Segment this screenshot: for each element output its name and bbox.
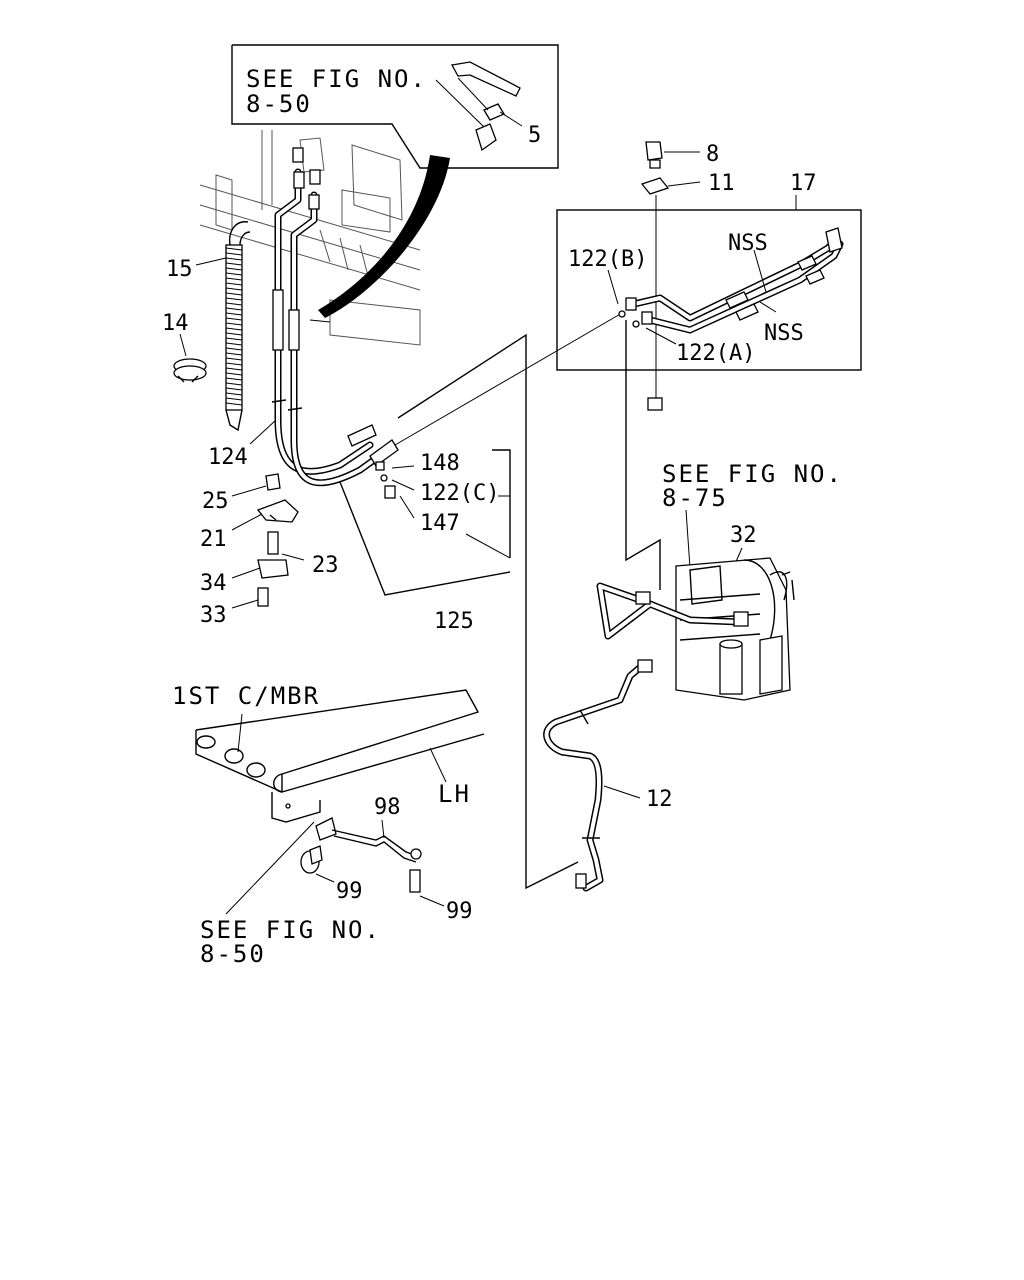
corrugation-tick — [225, 272, 243, 276]
box-17 — [556, 195, 862, 371]
part-32-label: 32 — [730, 523, 757, 548]
corrugation-tick — [225, 247, 243, 251]
see-fig-bottom-line2: 8-50 — [200, 940, 266, 968]
part-34-label: 34 — [200, 571, 227, 596]
lh-label: LH — [438, 780, 471, 808]
corrugation-tick — [225, 332, 243, 336]
corrugation-ticks — [225, 247, 243, 406]
corrugation-tick — [225, 392, 243, 396]
corrugation-tick — [225, 402, 243, 406]
part-12-label: 12 — [646, 787, 673, 812]
corrugation-tick — [225, 337, 243, 341]
corrugation-tick — [225, 267, 243, 271]
corrugation-tick — [225, 397, 243, 401]
o-ring-group-125 — [339, 449, 511, 596]
refrigerant-pipes-124 — [271, 147, 399, 487]
harness-wedge — [318, 155, 450, 318]
corrugation-tick — [225, 257, 243, 261]
corrugation-tick — [225, 302, 243, 306]
corrugation-tick — [225, 322, 243, 326]
ground-strap-98 — [300, 817, 445, 907]
loop-pipe — [596, 582, 749, 640]
corrugation-tick — [225, 292, 243, 296]
long-routing-frame — [397, 333, 579, 890]
hose-clamp-14 — [173, 333, 207, 383]
see-fig-8-75-line1: SEE FIG NO. — [662, 460, 843, 488]
part-148-label: 148 — [420, 451, 460, 476]
corrugation-tick — [225, 282, 243, 286]
part-99a-label: 99 — [336, 879, 363, 904]
part-21-label: 21 — [200, 527, 227, 552]
corrugation-tick — [225, 387, 243, 391]
corrugation-tick — [225, 297, 243, 301]
nss-pipes — [607, 227, 844, 345]
part-98-label: 98 — [374, 795, 401, 820]
corrugation-tick — [225, 327, 243, 331]
part-23-label: 23 — [312, 553, 339, 578]
corrugation-tick — [225, 347, 243, 351]
corrugation-tick — [225, 262, 243, 266]
part-17-label: 17 — [790, 171, 817, 196]
part-122c-label: 122(C) — [420, 481, 499, 506]
corrugation-tick — [225, 342, 243, 346]
part-25-label: 25 — [202, 489, 229, 514]
see-fig-bottom-line1: SEE FIG NO. — [200, 916, 381, 944]
part-5-label: 5 — [528, 123, 541, 148]
part-122a-label: 122(A) — [676, 341, 755, 366]
mounting-bracket-stack — [231, 473, 305, 609]
see-fig-top-line2: 8-50 — [246, 90, 312, 118]
inset-bracket-part — [435, 61, 523, 152]
part-8-label: 8 — [706, 142, 719, 167]
corrugation-tick — [225, 377, 243, 381]
corrugation-tick — [225, 352, 243, 356]
see-fig-top-line1: SEE FIG NO. — [246, 65, 427, 93]
part-15-label: 15 — [166, 257, 193, 282]
part-11-label: 11 — [708, 171, 735, 196]
first-crossmember — [195, 689, 485, 823]
corrugation-tick — [225, 362, 243, 366]
part-33-label: 33 — [200, 603, 227, 628]
part-147-label: 147 — [420, 511, 460, 536]
corrugation-tick — [225, 252, 243, 256]
part-14-label: 14 — [162, 311, 189, 336]
part-124-label: 124 — [208, 445, 248, 470]
part-99b-label: 99 — [446, 899, 473, 924]
see-fig-8-50-inset-top: SEE FIG NO. 8-50 5 — [231, 44, 559, 169]
nss-upper-label: NSS — [728, 231, 768, 256]
part-125-label: 125 — [434, 609, 474, 634]
pipe-12 — [543, 659, 653, 892]
see-fig-8-75-line2: 8-75 — [662, 484, 728, 512]
part-122b-label: 122(B) — [568, 247, 647, 272]
part-8-11-stack — [640, 141, 701, 411]
corrugation-tick — [225, 287, 243, 291]
corrugation-tick — [225, 357, 243, 361]
corrugation-tick — [225, 317, 243, 321]
corrugation-tick — [225, 382, 243, 386]
first-crossmember-label: 1ST C/MBR — [172, 682, 320, 710]
corrugation-tick — [225, 372, 243, 376]
corrugation-tick — [225, 367, 243, 371]
compressor-unit — [675, 557, 795, 701]
nss-lower-label: NSS — [764, 321, 804, 346]
corrugation-tick — [225, 312, 243, 316]
corrugation-tick — [225, 277, 243, 281]
corrugation-tick — [225, 307, 243, 311]
